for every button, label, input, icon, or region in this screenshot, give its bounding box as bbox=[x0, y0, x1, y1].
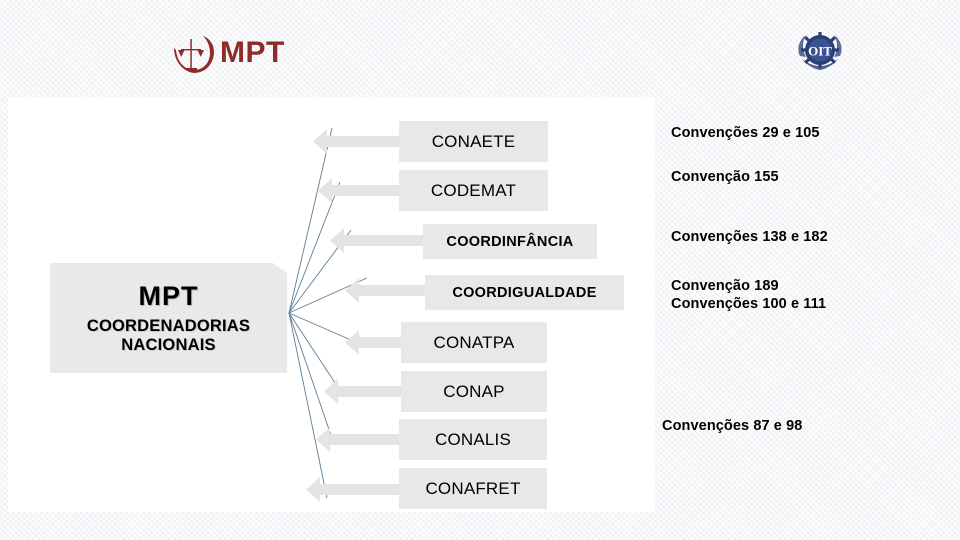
mpt-wordmark: MPT bbox=[220, 36, 285, 69]
node-conatpa[interactable]: CONATPA bbox=[401, 322, 547, 363]
mpt-logo: MPT bbox=[170, 30, 310, 78]
node-mpt-root[interactable]: MPT COORDENADORIAS NACIONAIS bbox=[50, 263, 287, 373]
arrow-head bbox=[313, 129, 327, 154]
arrow-head bbox=[318, 178, 332, 203]
root-subtitle: COORDENADORIAS NACIONAIS bbox=[86, 317, 251, 354]
arrow-shaft bbox=[328, 434, 402, 445]
node-label: CONALIS bbox=[434, 429, 512, 449]
node-conalis[interactable]: CONALIS bbox=[399, 419, 547, 460]
node-label: CONAETE bbox=[431, 131, 516, 151]
arrow-to-coordigualdade bbox=[345, 278, 427, 303]
mpt-emblem-icon bbox=[174, 36, 214, 73]
arrow-to-codemat bbox=[318, 178, 401, 203]
node-label: CONAP bbox=[443, 381, 505, 401]
node-coordinfancia[interactable]: COORDINFÂNCIA bbox=[423, 224, 597, 259]
arrow-head bbox=[345, 330, 359, 355]
arrow-head bbox=[345, 278, 359, 303]
node-label: COORDIGUALDADE bbox=[452, 284, 597, 301]
arrow-head bbox=[306, 477, 320, 502]
root-title: MPT bbox=[138, 281, 199, 311]
arrow-shaft bbox=[342, 235, 425, 246]
arrow-to-conatpa bbox=[345, 330, 403, 355]
arrow-head bbox=[316, 427, 330, 452]
oit-logo-icon: OIT bbox=[798, 32, 842, 70]
node-conaete[interactable]: CONAETE bbox=[399, 121, 548, 162]
arrow-to-conafret bbox=[306, 477, 402, 502]
convention-conaete: Convenções 29 e 105 bbox=[671, 125, 820, 141]
arrow-to-conalis bbox=[316, 427, 402, 452]
node-codemat[interactable]: CODEMAT bbox=[399, 170, 548, 211]
svg-text:OIT: OIT bbox=[808, 44, 832, 59]
node-label: CONATPA bbox=[433, 332, 515, 352]
node-conap[interactable]: CONAP bbox=[401, 371, 547, 412]
node-label: CODEMAT bbox=[430, 180, 517, 200]
convention-codemat: Convenção 155 bbox=[671, 169, 779, 185]
arrow-to-coordinfancia bbox=[330, 228, 425, 253]
node-label: CONAFRET bbox=[425, 478, 521, 498]
convention-coordigualdade: Convenção 189 Convenções 100 e 111 bbox=[671, 278, 827, 312]
arrow-shaft bbox=[336, 386, 418, 397]
arrow-shaft bbox=[330, 185, 401, 196]
arrow-head bbox=[324, 379, 338, 404]
node-conafret[interactable]: CONAFRET bbox=[399, 468, 547, 509]
node-coordigualdade[interactable]: COORDIGUALDADE bbox=[425, 275, 624, 310]
convention-conalis: Convenções 87 e 98 bbox=[662, 418, 803, 434]
arrow-to-conaete bbox=[313, 129, 401, 154]
arrow-shaft bbox=[357, 285, 427, 296]
arrow-shaft bbox=[325, 136, 401, 147]
arrow-head bbox=[330, 228, 344, 253]
arrow-shaft bbox=[318, 484, 402, 495]
arrow-shaft bbox=[357, 337, 403, 348]
node-label: COORDINFÂNCIA bbox=[446, 233, 574, 250]
arrow-to-conap bbox=[324, 379, 418, 404]
convention-coordinfancia: Convenções 138 e 182 bbox=[671, 229, 828, 245]
